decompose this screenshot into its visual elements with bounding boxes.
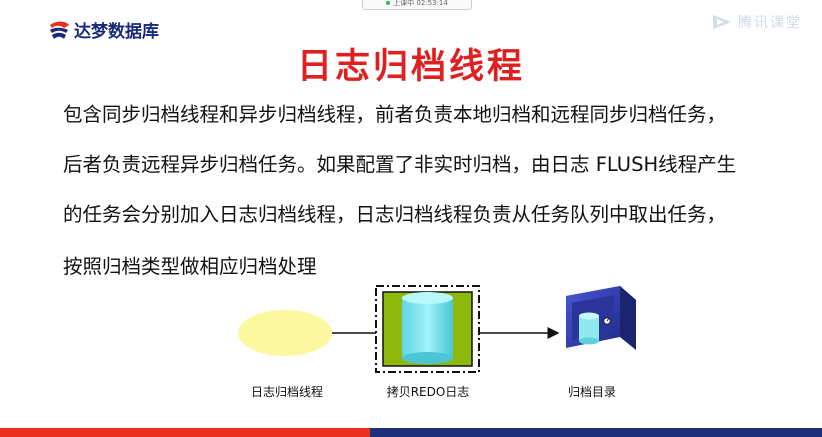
brand-logo: 达梦数据库 (48, 17, 159, 42)
tencent-classroom-watermark: 腾讯课堂 (712, 12, 802, 32)
brand-name: 达梦数据库 (74, 22, 159, 42)
watermark-text: 腾讯课堂 (738, 15, 802, 31)
footer-color-bar (0, 428, 822, 437)
live-status-indicator[interactable]: 上课中 02:53:14 (362, 0, 472, 10)
paragraph-line-2: 后者负责远程异步归档任务。如果配置了非实时归档，由日志 FLUSH线程产生 (63, 153, 737, 176)
dameng-logo-icon (50, 21, 69, 39)
paragraph-line-3: 的任务会分别加入日志归档线程，日志归档线程负责从任务队列中取出任务， (63, 203, 727, 226)
footer-bar-blue (370, 428, 822, 437)
paragraph-line-4: 按照归档类型做相应归档处理 (63, 255, 317, 278)
copy-redo-frame (375, 285, 480, 373)
slide-title: 日志归档线程 (296, 47, 525, 87)
archive-directory-safe-icon (566, 286, 636, 350)
live-status-label: 上课中 02:53:14 (393, 0, 448, 7)
redo-log-cylinder-icon (402, 292, 453, 364)
live-dot-icon (386, 1, 391, 5)
archive-thread-node (238, 310, 332, 356)
paragraph-line-1: 包含同步归档线程和异步归档线程，前者负责本地归档和远程同步归档任务， (63, 103, 727, 126)
caption-archive-directory: 归档目录 (567, 385, 616, 399)
archive-flow-diagram (238, 285, 636, 373)
caption-archive-thread: 日志归档线程 (250, 385, 323, 399)
caption-copy-redo: 拷贝REDO日志 (386, 385, 470, 399)
footer-bar-red (0, 428, 370, 437)
play-logo-icon (713, 15, 731, 29)
